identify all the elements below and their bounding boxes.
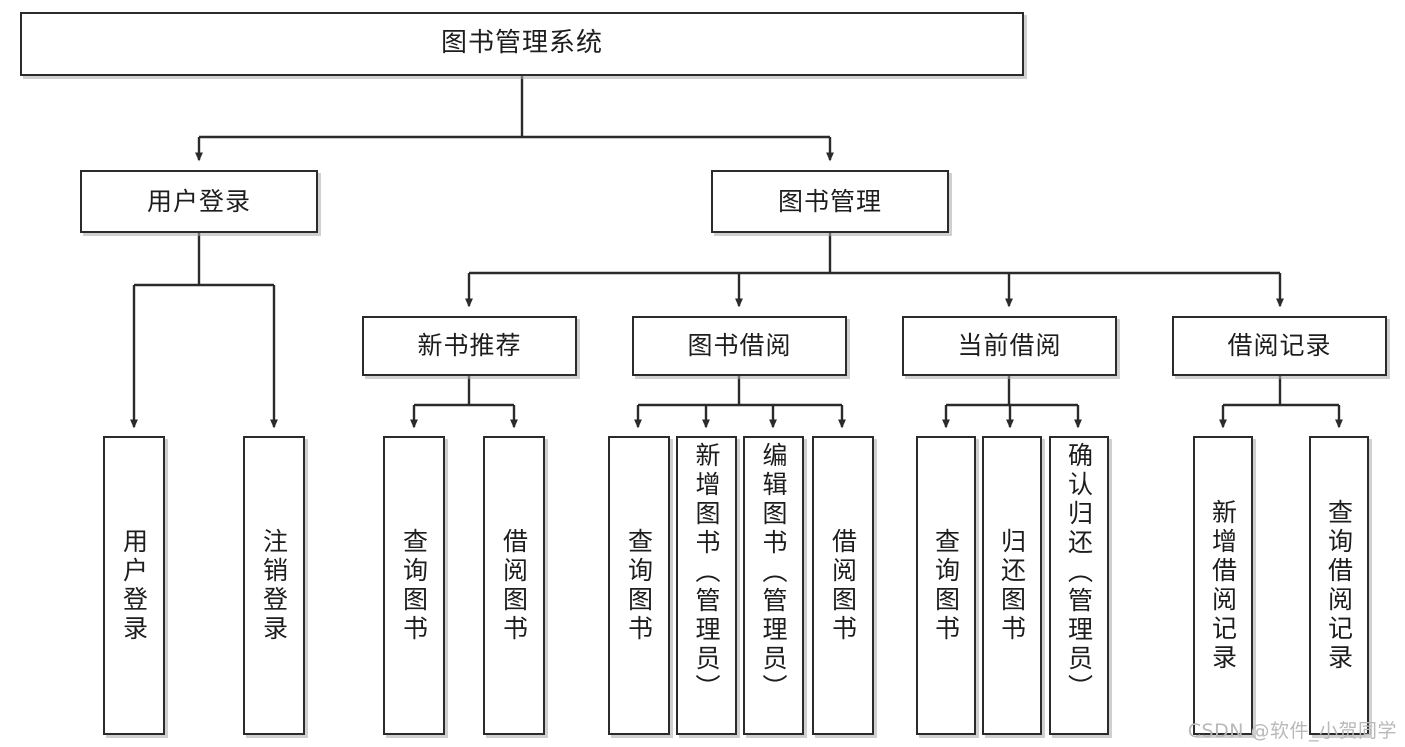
node-label: 图书管理系统 [440, 28, 603, 59]
node-label: 当前借阅 [957, 331, 1062, 360]
node-label: 用户登录 [146, 186, 251, 216]
node-label: 新增借阅记录 [1208, 498, 1238, 673]
leaf-logout[interactable]: 注销登录 [243, 436, 305, 735]
leaf-confirm-return[interactable]: 确认归还（管理员） [1049, 436, 1109, 735]
node-label: 用户登录 [119, 527, 149, 644]
node-label: 新增图书（管理员） [692, 442, 721, 703]
node-label: 新书推荐 [417, 331, 522, 360]
node-label: 借阅图书 [828, 527, 858, 644]
leaf-add-borrow-record[interactable]: 新增借阅记录 [1193, 436, 1253, 735]
leaf-user-login[interactable]: 用户登录 [103, 436, 165, 735]
node-label: 查询借阅记录 [1324, 498, 1354, 673]
node-label: 借阅记录 [1227, 331, 1332, 360]
node-root-system[interactable]: 图书管理系统 [20, 12, 1024, 76]
node-current-borrow[interactable]: 当前借阅 [902, 316, 1117, 376]
node-label: 归还图书 [997, 527, 1027, 644]
node-label: 查询图书 [931, 527, 961, 644]
node-label: 编辑图书（管理员） [759, 442, 788, 703]
node-label: 借阅图书 [499, 527, 529, 644]
node-book-borrow[interactable]: 图书借阅 [632, 316, 847, 376]
node-label: 确认归还（管理员） [1064, 442, 1094, 703]
node-borrow-record[interactable]: 借阅记录 [1172, 316, 1387, 376]
node-label: 图书管理 [777, 186, 882, 216]
node-book-management[interactable]: 图书管理 [711, 170, 949, 233]
leaf-query-borrow-record[interactable]: 查询借阅记录 [1309, 436, 1369, 735]
leaf-add-book[interactable]: 新增图书（管理员） [676, 436, 737, 735]
leaf-query-book-current[interactable]: 查询图书 [916, 436, 976, 735]
leaf-query-book-recommend[interactable]: 查询图书 [383, 436, 445, 735]
node-label: 查询图书 [624, 527, 654, 644]
node-label: 图书借阅 [687, 331, 792, 360]
node-label: 查询图书 [399, 527, 429, 644]
leaf-query-book-borrow[interactable]: 查询图书 [608, 436, 670, 735]
leaf-borrow-book-recommend[interactable]: 借阅图书 [483, 436, 545, 735]
node-label: 注销登录 [259, 527, 289, 644]
leaf-edit-book[interactable]: 编辑图书（管理员） [743, 436, 804, 735]
leaf-borrow-book[interactable]: 借阅图书 [812, 436, 874, 735]
node-user-login[interactable]: 用户登录 [80, 170, 318, 233]
node-new-book-recommend[interactable]: 新书推荐 [362, 316, 577, 376]
csdn-watermark: CSDN @软件_小贺同学 [1187, 720, 1397, 742]
leaf-return-book[interactable]: 归还图书 [982, 436, 1042, 735]
